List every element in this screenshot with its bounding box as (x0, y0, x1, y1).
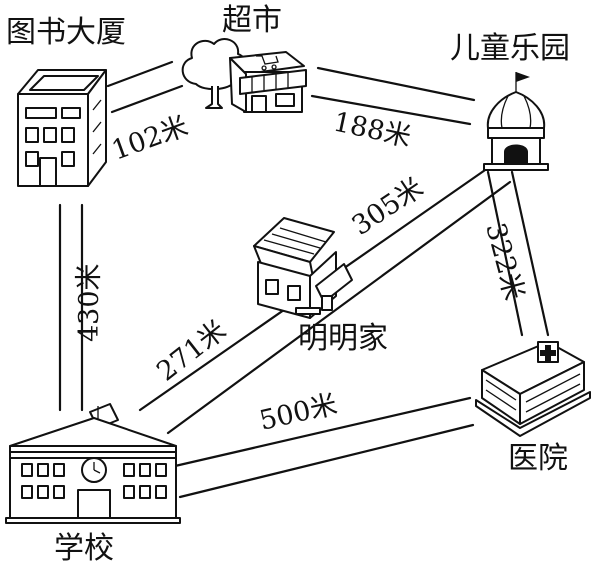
park-building-icon (483, 72, 549, 171)
distance-label-library-supermarket: 102米 (108, 111, 192, 167)
supermarket-building-icon (229, 51, 307, 113)
road-library-school (58, 203, 84, 412)
distance-label-park-hospital: 322米 (479, 220, 529, 304)
library-building-icon (17, 69, 107, 187)
place-label-home: 明明家 (298, 321, 388, 356)
home-building-icon (253, 217, 353, 319)
road-supermarket-park (310, 66, 476, 126)
place-label-hospital: 医院 (508, 441, 568, 476)
distance-label-school-hospital: 500米 (257, 389, 341, 437)
distance-label-library-school: 430米 (74, 263, 105, 342)
school-building-icon (5, 403, 181, 524)
road-library-supermarket (106, 60, 184, 114)
place-label-park: 儿童乐园 (450, 31, 570, 66)
road-park-hospital (486, 170, 550, 337)
place-label-library: 图书大厦 (6, 15, 126, 50)
distance-label-school-home: 271米 (151, 315, 232, 388)
road-school-hospital (173, 396, 475, 499)
distance-label-home-park: 305米 (347, 172, 429, 242)
distance-label-supermarket-park: 188米 (331, 107, 414, 154)
place-label-school: 学校 (54, 531, 114, 566)
hospital-building-icon (475, 341, 591, 437)
place-label-supermarket: 超市 (222, 3, 282, 38)
